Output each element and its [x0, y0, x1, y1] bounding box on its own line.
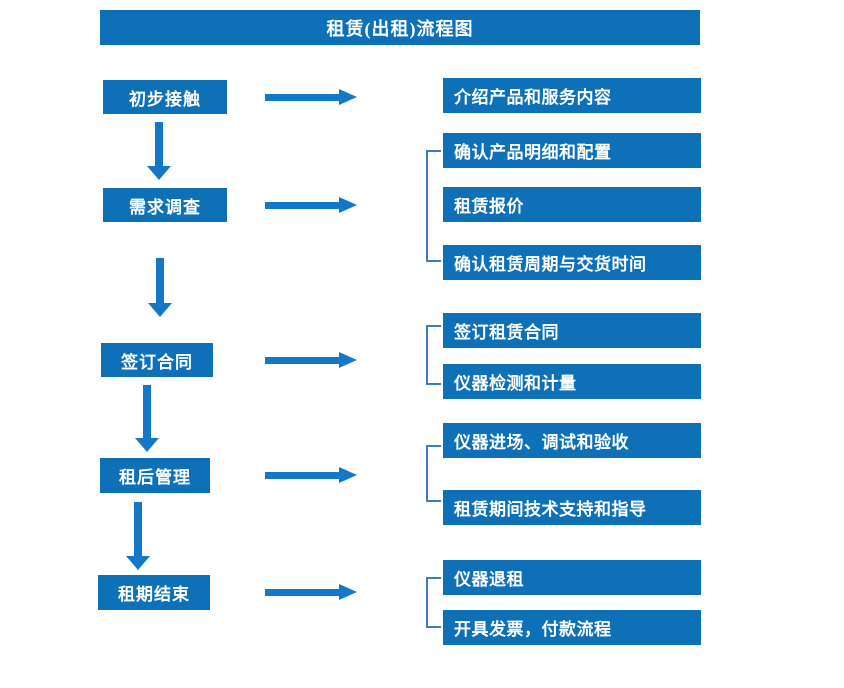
stage-box-initial-contact: 初步接触 — [103, 80, 227, 114]
group-bracket — [426, 150, 441, 262]
detail-box-confirm-period-delivery: 确认租赁周期与交货时间 — [443, 245, 701, 280]
detail-box-instrument-entry-acceptance: 仪器进场、调试和验收 — [443, 423, 701, 458]
stage-box-rental-end: 租期结束 — [98, 575, 210, 610]
arrow-right-icon — [265, 584, 357, 600]
group-bracket — [426, 445, 441, 502]
arrow-down-icon — [126, 502, 150, 570]
arrow-down-icon — [148, 258, 172, 317]
detail-box-introduce-products-services: 介绍产品和服务内容 — [443, 78, 701, 113]
detail-box-rental-quote: 租赁报价 — [443, 187, 701, 222]
detail-box-confirm-product-config: 确认产品明细和配置 — [443, 133, 701, 168]
detail-box-tech-support-guidance: 租赁期间技术支持和指导 — [443, 490, 701, 525]
detail-box-instrument-test-metering: 仪器检测和计量 — [443, 364, 701, 399]
detail-box-instrument-return: 仪器退租 — [443, 560, 701, 595]
arrow-right-icon — [265, 197, 357, 213]
detail-box-invoice-payment-process: 开具发票，付款流程 — [443, 610, 701, 645]
stage-box-demand-survey: 需求调查 — [103, 188, 227, 222]
arrow-down-icon — [147, 122, 171, 180]
arrow-down-icon — [135, 385, 159, 452]
arrow-right-icon — [265, 467, 357, 483]
group-bracket — [426, 325, 441, 385]
stage-box-post-rental-mgmt: 租后管理 — [100, 458, 210, 493]
arrow-right-icon — [265, 89, 357, 105]
flowchart-title: 租赁(出租)流程图 — [100, 10, 700, 45]
arrow-right-icon — [265, 352, 357, 368]
stage-box-sign-contract: 签订合同 — [101, 343, 213, 377]
group-bracket — [426, 577, 441, 628]
detail-box-sign-rental-contract: 签订租赁合同 — [443, 313, 701, 348]
